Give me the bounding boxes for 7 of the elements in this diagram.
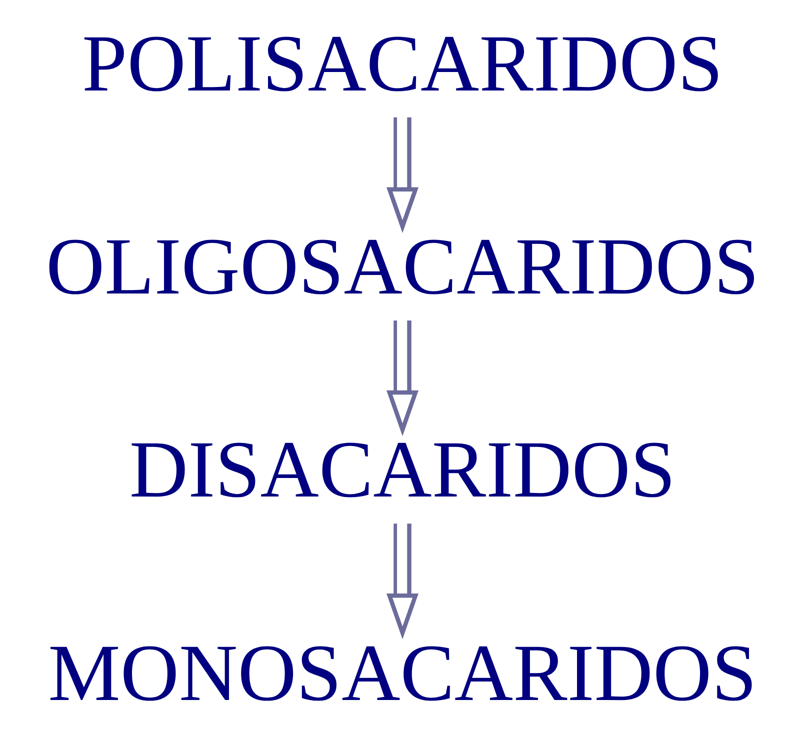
node-text: DISACARIDOS <box>129 424 676 515</box>
node-text: POLISACARIDOS <box>82 18 723 108</box>
node-text: OLIGOSACARIDOS <box>46 222 760 312</box>
node-text: MONOSACARIDOS <box>48 628 757 718</box>
arrow <box>386 320 419 436</box>
arrow <box>386 117 419 233</box>
arrow <box>386 524 419 640</box>
